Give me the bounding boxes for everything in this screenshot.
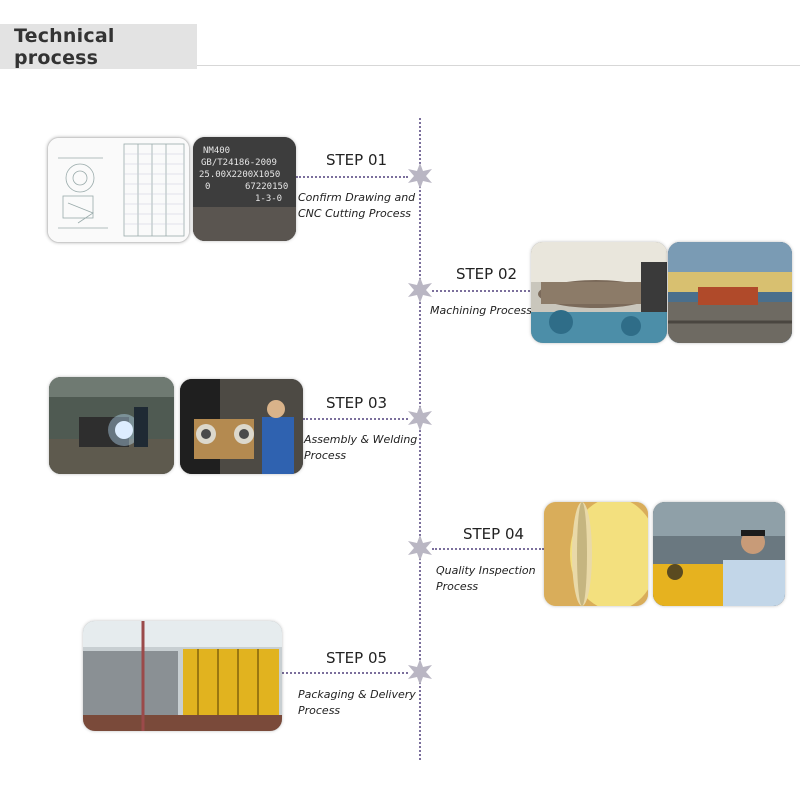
step-01-connector bbox=[296, 176, 408, 178]
step-05-connector bbox=[282, 672, 408, 674]
header-divider bbox=[197, 65, 800, 66]
step-03-star-icon bbox=[408, 405, 432, 431]
plate-text-4: 0 bbox=[205, 182, 210, 192]
step-04-connector bbox=[432, 548, 544, 550]
step-01-star-icon bbox=[408, 163, 432, 189]
section-header-tab: Technical process bbox=[0, 24, 197, 69]
step-01-drawing-photo bbox=[47, 137, 190, 243]
step-02-machining-photo-1 bbox=[531, 242, 667, 343]
section-title: Technical process bbox=[14, 24, 115, 69]
step-02-label: STEP 02 bbox=[456, 265, 518, 283]
step-05-star-icon bbox=[408, 659, 432, 685]
step-03-connector bbox=[303, 418, 408, 420]
step-04-inspection-photo-2 bbox=[653, 502, 785, 606]
step-02-description: Machining Process bbox=[430, 304, 532, 317]
plate-text-1: NM400 bbox=[203, 146, 230, 156]
step-03-label: STEP 03 bbox=[326, 394, 388, 412]
plate-text-5: 67220150 bbox=[245, 182, 288, 192]
step-04-inspection-photo-1 bbox=[544, 502, 648, 606]
step-05-label: STEP 05 bbox=[326, 649, 388, 667]
step-02-connector bbox=[432, 290, 530, 292]
step-04-label: STEP 04 bbox=[463, 525, 525, 543]
plate-text-2: GB/T24186-2009 bbox=[201, 158, 277, 168]
timeline-line bbox=[419, 118, 421, 760]
step-05-packaging-photo bbox=[83, 621, 282, 731]
step-03-welding-photo-1 bbox=[49, 377, 174, 474]
step-04-star-icon bbox=[408, 535, 432, 561]
step-02-star-icon bbox=[408, 277, 432, 303]
plate-text-6: 1-3-0 bbox=[255, 194, 282, 204]
step-01-label: STEP 01 bbox=[326, 151, 388, 169]
step-01-steel-plate-photo: NM400 GB/T24186-2009 25.00X2200X1050 0 6… bbox=[193, 137, 296, 241]
plate-text-3: 25.00X2200X1050 bbox=[199, 170, 280, 180]
step-02-machining-photo-2 bbox=[668, 242, 792, 343]
step-03-welding-photo-2 bbox=[180, 379, 303, 474]
